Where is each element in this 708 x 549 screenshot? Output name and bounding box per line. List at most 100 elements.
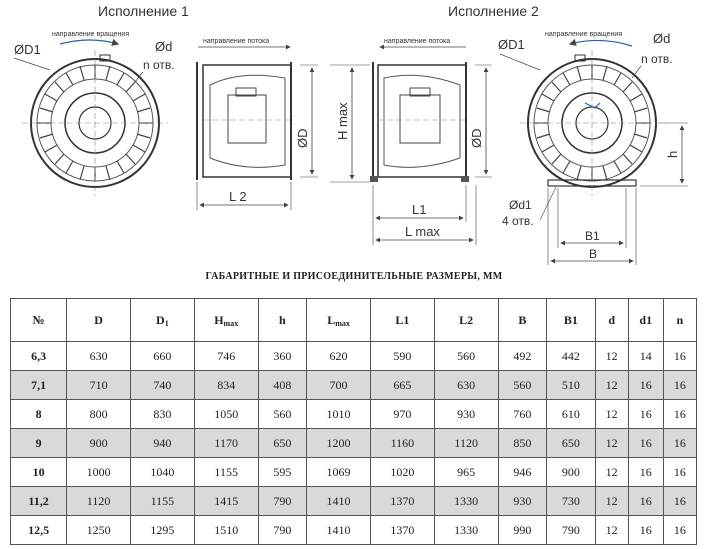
table-cell: 850 [497,428,548,458]
table-cell: 965 [433,457,499,487]
table-cell: 1330 [433,486,499,516]
row-number-cell: 12,5 [9,515,68,545]
column-header-text: D [94,312,103,327]
table-cell: 630 [433,370,499,400]
table-cell: 790 [257,515,308,545]
column-header: d1 [627,298,664,342]
dim-D1-label-1: ØD1 [14,42,41,57]
column-header: Lmax [306,298,371,342]
column-header: D [66,298,131,342]
table-cell: 1200 [306,428,371,458]
table-cell: 940 [129,428,195,458]
column-header: № [9,298,68,342]
table-cell: 16 [662,341,698,371]
column-header-text: D [156,312,165,327]
table-cell: 1160 [369,428,435,458]
row-number-cell: 10 [9,457,68,487]
column-header-text: B [518,312,527,327]
table-cell: 442 [546,341,596,371]
rotation-label-2: направление вращения [545,31,622,38]
dim-L2-label: L 2 [229,189,247,204]
column-header-subscript: 1 [164,318,169,328]
table-cell: 830 [129,399,195,429]
dim-D1-label-2: ØD1 [498,37,525,52]
dim-L1-label: L1 [412,202,426,217]
table-cell: 930 [497,486,548,516]
holes-label-2: n отв. [641,52,673,66]
table-cell: 16 [627,515,664,545]
column-header-text: L1 [395,312,410,327]
dim-Lmax-label: L max [405,224,440,239]
table-cell: 1295 [129,515,195,545]
table-cell: 408 [257,370,308,400]
table-cell: 12 [594,428,629,458]
table-cell: 16 [662,486,698,516]
table-cell: 1050 [193,399,259,429]
table-cell: 1370 [369,486,435,516]
column-header-text: H [214,312,224,327]
side-view-variant-1: направление потока ØD L 2 [196,38,318,210]
table-cell: 700 [306,370,371,400]
table-cell: 1069 [306,457,371,487]
table-cell: 16 [627,428,664,458]
table-cell: 1155 [193,457,259,487]
table-cell: 12 [594,370,629,400]
dim-D-label-1: ØD [295,129,310,149]
table-cell: 1510 [193,515,259,545]
table-cell: 16 [662,515,698,545]
column-header: d [594,298,629,342]
side-view-variant-2: направление потока H max ØD L1 L max [330,38,492,245]
row-number-cell: 7,1 [9,370,68,400]
dim-d-label-1: Ød [155,39,172,54]
table-cell: 620 [306,341,371,371]
holes-label-1: n отв. [143,58,175,72]
table-cell: 16 [627,457,664,487]
table-cell: 560 [497,370,548,400]
table-cell: 1155 [129,486,195,516]
holes-4-label: 4 отв. [502,214,534,228]
table-cell: 16 [662,399,698,429]
dim-d-label-2: Ød [653,31,670,46]
table-cell: 1120 [66,486,131,516]
table-cell: 630 [66,341,131,371]
column-header-text: № [32,312,45,327]
dim-B-label: B [589,247,597,261]
column-header: B [497,298,548,342]
rotation-label-1: направление вращения [52,31,129,38]
row-number-cell: 11,2 [9,486,68,516]
table-cell: 970 [369,399,435,429]
table-cell: 900 [546,457,596,487]
table-cell: 834 [193,370,259,400]
table-cell: 12 [594,457,629,487]
variant-1-title: Исполнение 1 [98,3,189,19]
table-cell: 16 [627,486,664,516]
table-cell: 16 [627,399,664,429]
table-cell: 660 [129,341,195,371]
column-header: L1 [369,298,435,342]
table-cell: 12 [594,486,629,516]
column-header-subscript: max [223,318,239,328]
table-cell: 1040 [129,457,195,487]
table-cell: 930 [433,399,499,429]
table-cell: 650 [546,428,596,458]
column-header-text: d1 [639,312,653,327]
column-header-text: h [279,312,286,327]
column-header-text: L2 [459,312,474,327]
variant-2-title: Исполнение 2 [448,3,539,19]
table-cell: 1410 [306,486,371,516]
column-header-text: n [676,312,684,327]
column-header-subscript: max [335,318,350,328]
table-cell: 1000 [66,457,131,487]
table-cell: 1010 [306,399,371,429]
front-view-variant-1: направление вращения ØD1 Ød n отв. [13,31,175,196]
table-cell: 1415 [193,486,259,516]
table-cell: 746 [193,341,259,371]
row-number-cell: 6,3 [9,341,68,371]
